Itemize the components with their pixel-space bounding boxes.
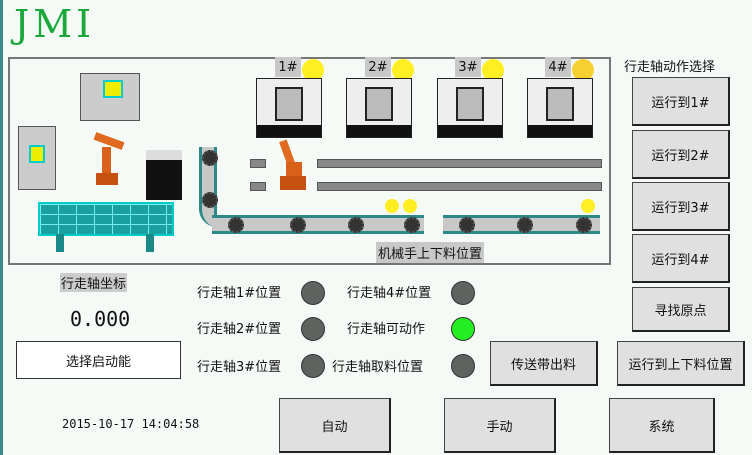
rail xyxy=(250,182,266,191)
app-logo: JMI xyxy=(14,2,96,46)
gear-icon xyxy=(290,217,306,233)
indicator-label: 行走轴可动作 xyxy=(347,322,426,337)
station-label-3: 3# xyxy=(455,57,481,77)
axis-ready-lamp xyxy=(451,317,475,341)
rack-leg xyxy=(146,234,154,252)
rail xyxy=(317,159,602,168)
find-origin-button[interactable]: 寻找原点 xyxy=(632,287,730,332)
load-position-label: 机械手上下料位置 xyxy=(376,242,485,263)
gear-icon xyxy=(228,217,244,233)
station-label-2: 2# xyxy=(365,57,391,77)
gear-icon xyxy=(576,217,592,233)
part-indicator xyxy=(385,199,399,213)
cnc-machine-2-icon[interactable] xyxy=(346,78,412,138)
window-edge xyxy=(0,0,3,455)
lathe-machine-icon xyxy=(80,73,140,121)
station-4-lamp xyxy=(572,59,594,81)
run-to-1-button[interactable]: 运行到1# xyxy=(632,77,730,126)
station-label-1: 1# xyxy=(275,57,301,77)
run-to-2-button[interactable]: 运行到2# xyxy=(632,130,730,179)
gear-icon xyxy=(348,217,364,233)
manual-button[interactable]: 手动 xyxy=(444,398,556,453)
part-indicator xyxy=(581,199,595,213)
axis-coord-value: 0.000 xyxy=(70,307,131,331)
rail xyxy=(250,159,266,168)
gear-icon xyxy=(459,217,475,233)
enable-select-button[interactable]: 选择启动能 xyxy=(16,341,181,379)
robot-arm-icon xyxy=(88,132,128,187)
station-label-4: 4# xyxy=(545,57,571,77)
material-rack-icon xyxy=(38,202,174,236)
system-button[interactable]: 系统 xyxy=(609,398,715,453)
rail xyxy=(317,182,602,191)
indicator-label: 行走轴取料位置 xyxy=(332,360,424,375)
station-3-lamp xyxy=(482,59,504,81)
indicator-label: 行走轴2#位置 xyxy=(197,322,282,337)
indicator-label: 行走轴3#位置 xyxy=(197,360,282,375)
part-indicator xyxy=(403,199,417,213)
gantry-robot-icon xyxy=(276,139,310,192)
datetime: 2015-10-17 14:04:58 xyxy=(62,417,200,431)
station-2-lamp xyxy=(392,59,414,81)
run-to-4-button[interactable]: 运行到4# xyxy=(632,234,730,283)
axis-coord-label: 行走轴坐标 xyxy=(60,273,128,292)
auto-button[interactable]: 自动 xyxy=(279,398,391,453)
axis-pos-2-lamp xyxy=(301,317,325,341)
gear-icon xyxy=(202,150,218,166)
gear-icon xyxy=(404,217,420,233)
conveyor-out-button[interactable]: 传送带出料 xyxy=(490,341,598,386)
axis-pos-4-lamp xyxy=(451,281,475,305)
gear-icon xyxy=(517,217,533,233)
run-to-3-button[interactable]: 运行到3# xyxy=(632,182,730,231)
machining-center-icon xyxy=(18,126,56,190)
process-view xyxy=(8,57,611,265)
cnc-machine-3-icon[interactable] xyxy=(437,78,503,138)
run-to-load-position-button[interactable]: 运行到上下料位置 xyxy=(617,341,745,386)
axis-pick-pos-lamp xyxy=(451,354,475,378)
rack-leg xyxy=(56,234,64,252)
action-select-heading: 行走轴动作选择 xyxy=(624,60,716,75)
cnc-machine-4-icon[interactable] xyxy=(527,78,593,138)
cnc-machine-1-icon[interactable] xyxy=(256,78,322,138)
indicator-label: 行走轴1#位置 xyxy=(197,286,282,301)
inspection-machine-icon xyxy=(146,150,182,200)
indicator-label: 行走轴4#位置 xyxy=(347,286,432,301)
axis-pos-1-lamp xyxy=(301,281,325,305)
station-1-lamp xyxy=(302,59,324,81)
gear-icon xyxy=(202,192,218,208)
conveyor-section-1 xyxy=(212,215,424,234)
axis-pos-3-lamp xyxy=(301,354,325,378)
